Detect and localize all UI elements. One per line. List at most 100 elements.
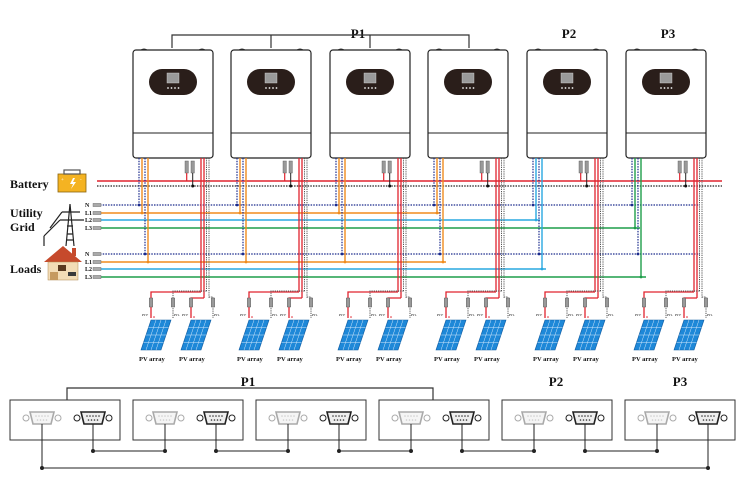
pv-fuse-icon (408, 297, 413, 308)
pin (44, 415, 46, 417)
pin (527, 415, 529, 417)
panel-grid-line (155, 319, 167, 351)
pin (710, 415, 712, 417)
pv-array-label: PV array (376, 356, 402, 363)
pv-array-label: PV array (179, 356, 205, 363)
db9-shell (28, 411, 56, 425)
pv-minus-label: PV1- (272, 314, 278, 317)
pin (411, 419, 414, 421)
group-label-p1-bottom: P1 (241, 374, 255, 389)
pv-dot (587, 316, 589, 318)
pin (339, 419, 342, 421)
panel-grid-line (490, 319, 502, 351)
button-icon (462, 87, 464, 89)
pin (539, 415, 541, 417)
pv-fuse-icon (444, 297, 449, 308)
pin (707, 415, 709, 417)
pin (528, 419, 531, 421)
db9-port-out-icon (73, 411, 113, 425)
junction-dot (143, 252, 147, 256)
pin (465, 419, 468, 421)
button-icon (371, 87, 373, 89)
pin (89, 415, 91, 417)
junction-dot (633, 226, 637, 230)
pv-plus-label: PV1+ (182, 314, 189, 317)
pin (704, 415, 706, 417)
inverter-body (625, 49, 707, 159)
pin (654, 419, 657, 421)
utility-label-line2: Grid (10, 220, 35, 234)
comm-board-1 (9, 399, 165, 453)
pin (416, 415, 418, 417)
grid-terminal-icon (92, 226, 102, 230)
load-terminal-icon (92, 252, 102, 256)
pin (341, 415, 343, 417)
battery-fuse-icon (381, 160, 386, 174)
panel-grid-line (185, 319, 197, 351)
screw-icon (268, 414, 276, 422)
pv-negative-cable (702, 296, 707, 318)
pin (459, 419, 462, 421)
pv-positive-cable (643, 291, 694, 318)
pv-plus-label: PV1+ (477, 314, 484, 317)
pv-positive-cable (150, 291, 201, 318)
pin (167, 415, 169, 417)
junction-dot (388, 184, 392, 188)
button-icon (663, 87, 666, 89)
pin (338, 415, 340, 417)
inverter-body (427, 49, 509, 159)
panel-grid-line (688, 319, 700, 351)
junction-dot (244, 260, 248, 264)
pin (335, 415, 337, 417)
junction-dot (163, 449, 167, 453)
pin (462, 419, 465, 421)
screw-icon (637, 414, 645, 422)
screw-icon (177, 414, 185, 422)
button-icon (670, 87, 673, 89)
db9-port-in-icon (637, 411, 677, 425)
db9-shell (274, 411, 302, 425)
screw-icon (319, 414, 327, 422)
pv-negative-cable (209, 296, 214, 318)
inverter-body (230, 49, 312, 159)
panel-grid-line (539, 319, 551, 351)
pv-minus-label: PV1- (509, 314, 515, 317)
pin (705, 419, 708, 421)
pin (701, 415, 703, 417)
junction-dot (435, 211, 439, 215)
panel-grid-line (544, 319, 556, 351)
pv-negative-cable (369, 290, 404, 318)
db9-shell (694, 411, 722, 425)
pv-minus-label: PV1- (312, 314, 318, 317)
screw-icon (720, 414, 728, 422)
panel-grid-line (392, 319, 404, 351)
pv-plus-label: PV1+ (675, 314, 682, 317)
pin (159, 419, 162, 421)
comm-loopback-cable (41, 424, 709, 469)
pin (291, 419, 294, 421)
screw-icon (145, 414, 153, 422)
pv-array-4-1: PV1+PV1-PV array (434, 290, 502, 363)
pv-negative-cable (603, 296, 608, 318)
junction-dot (534, 218, 538, 222)
comm-board-2 (132, 399, 288, 453)
db9-port-out-icon (565, 411, 605, 425)
pv-negative-cable (504, 296, 509, 318)
pin (578, 415, 580, 417)
junction-dot (289, 184, 293, 188)
pin (660, 419, 663, 421)
pin (210, 419, 213, 421)
db9-port-in-icon (391, 411, 431, 425)
panel-grid-line (579, 319, 591, 351)
pv-array-4-2: PV1+PV1-PV array (474, 296, 515, 363)
pin (158, 415, 160, 417)
pv-fuse-icon (466, 297, 471, 308)
pv-fuse-icon (269, 297, 274, 308)
panel-grid-line (243, 319, 255, 351)
pv-fuse-icon (246, 297, 251, 308)
junction-dot (340, 252, 344, 256)
button-icon (272, 87, 274, 89)
pv-fuse-icon (287, 297, 292, 308)
group-label-p2-bottom: P2 (549, 374, 563, 389)
